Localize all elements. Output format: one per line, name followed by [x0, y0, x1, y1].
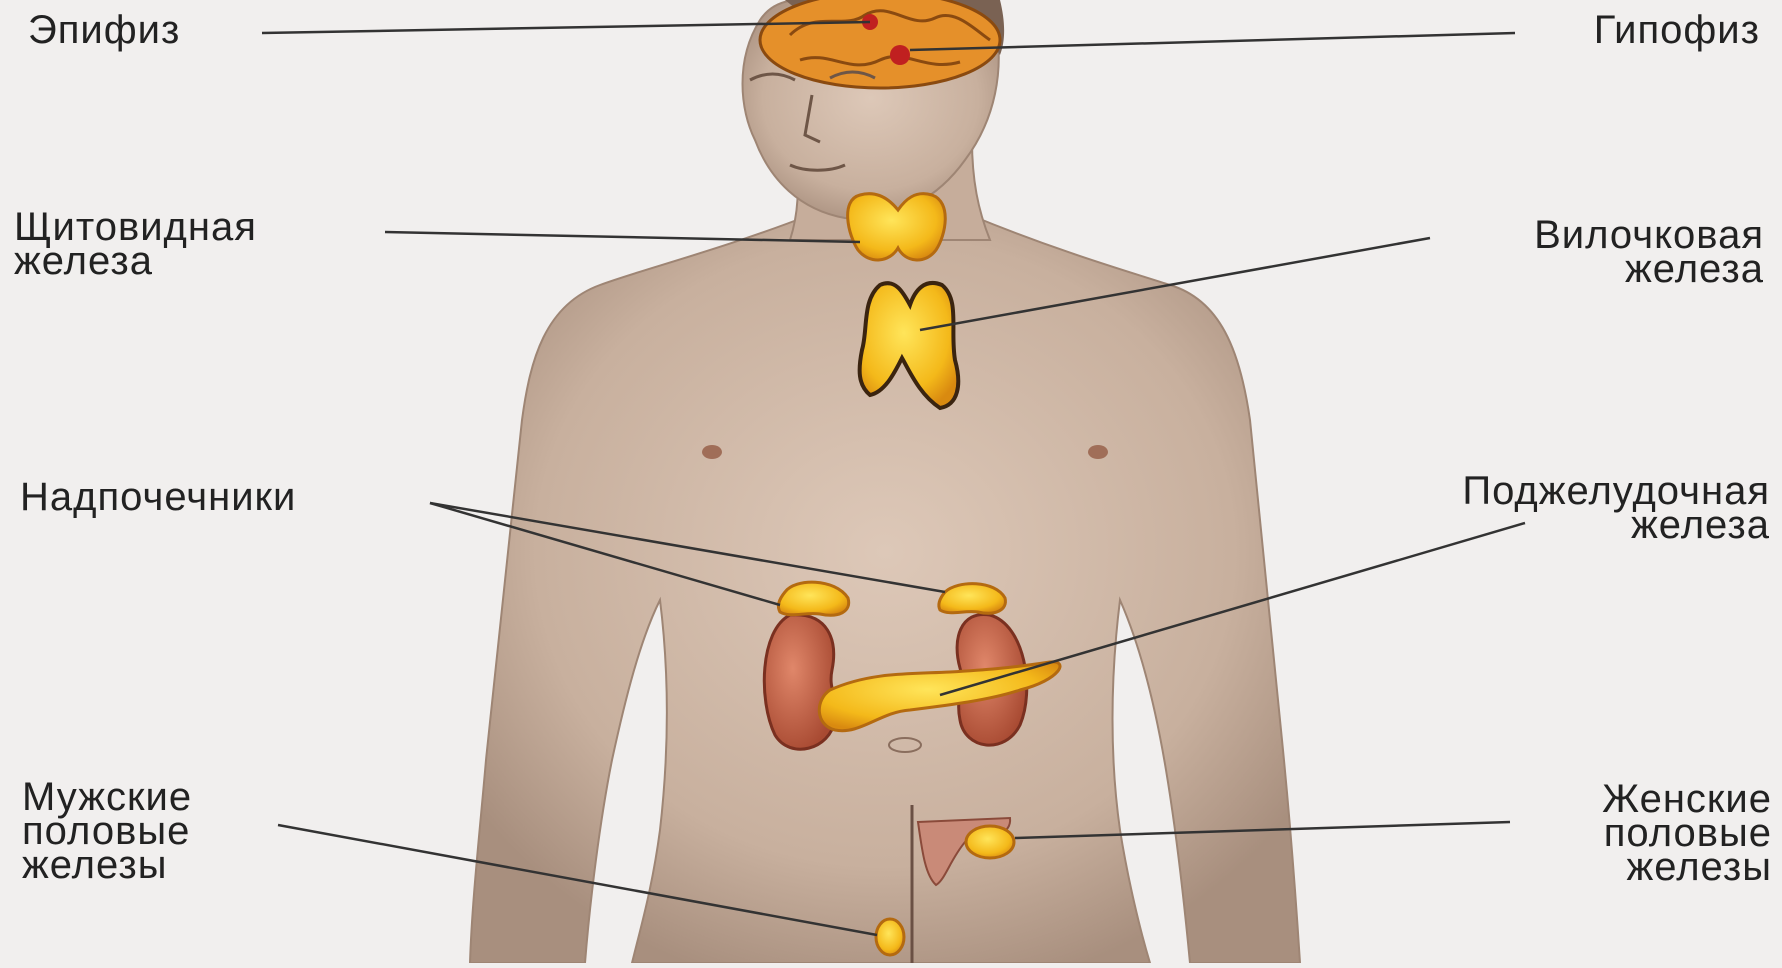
label-female-gonads: Женские половые железы [1602, 782, 1772, 884]
label-thymus: Вилочковая железа [1534, 218, 1764, 286]
adrenal-right [939, 584, 1006, 614]
ovary [966, 826, 1014, 858]
label-pituitary-text: Гипофиз [1594, 13, 1760, 47]
label-thymus-line2: железа [1534, 252, 1764, 286]
label-thyroid: Щитовидная железа [14, 210, 257, 278]
label-male-gonads: Мужские половые железы [22, 780, 192, 882]
label-pituitary: Гипофиз [1594, 13, 1760, 47]
nipple-right [1088, 445, 1108, 459]
brain-shape [760, 0, 1000, 88]
pituitary-gland [890, 45, 910, 65]
label-female-line3: железы [1602, 850, 1772, 884]
label-adrenals: Надпочечники [20, 480, 296, 514]
adrenal-left [778, 582, 848, 615]
kidney-left [764, 615, 835, 749]
label-epiphysis: Эпифиз [28, 13, 180, 47]
label-epiphysis-text: Эпифиз [28, 13, 180, 47]
label-thyroid-line2: железа [14, 244, 257, 278]
label-male-line3: железы [22, 848, 192, 882]
testis [876, 919, 904, 955]
nipple-left [702, 445, 722, 459]
label-adrenals-text: Надпочечники [20, 480, 296, 514]
label-pancreas-line2: железа [1462, 508, 1770, 542]
label-pancreas: Поджелудочная железа [1462, 474, 1770, 542]
